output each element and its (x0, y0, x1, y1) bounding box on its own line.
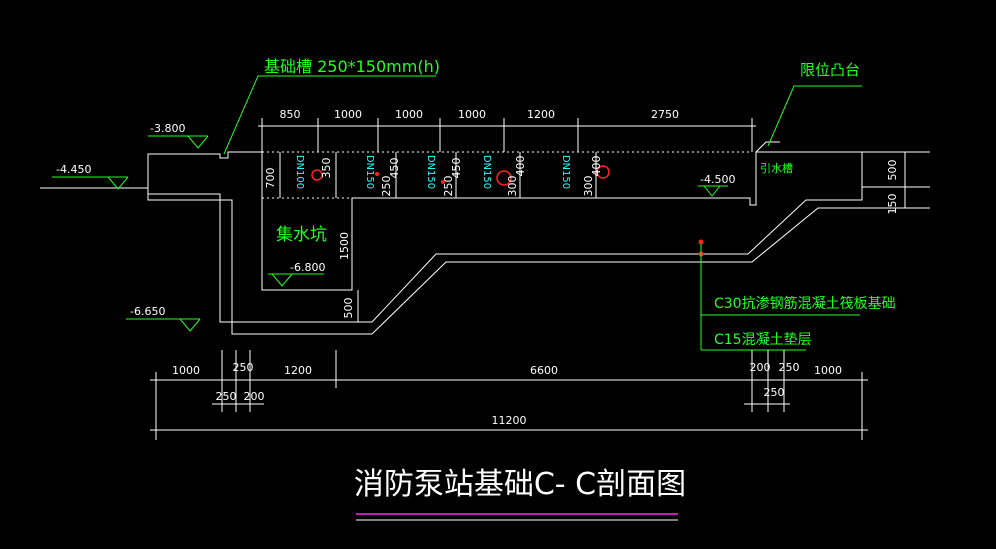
pipe-elevation-dims: 350 250 450 250 450 300 400 300 400 (320, 152, 603, 198)
pipe-labels: DN100 DN150 DN150 DN150 DN150 (294, 155, 571, 189)
pipe-dim-3: 450 (388, 158, 401, 179)
dim-1500: 1500 (338, 232, 351, 260)
bottom-dim-total: 11200 (492, 414, 527, 427)
pipe-marker-3 (441, 180, 445, 184)
drawing-title: 消防泵站基础C- C剖面图 (354, 467, 686, 502)
drain-channel-label: 引水槽 (760, 161, 793, 175)
pipe-label-2: DN150 (364, 155, 375, 189)
top-dimension-chain: 850 1000 1000 1000 1200 2750 (258, 108, 756, 152)
bottom-dim-250-a: 250 (233, 361, 254, 374)
pipe-dim-1: 350 (320, 158, 333, 179)
limit-platform-callout: 限位凸台 (767, 61, 862, 147)
bottom-dims-total: 11200 (150, 414, 868, 431)
top-dim-2: 1000 (334, 108, 362, 121)
dim-500-left: 500 (342, 298, 355, 319)
bottom-dim-1000-left: 1000 (172, 364, 200, 377)
level-marker-4500: -4.500 (698, 173, 735, 197)
pipe-dim-9: 400 (590, 156, 603, 177)
svg-text:-4.450: -4.450 (56, 163, 91, 176)
pipe-marker-4 (496, 170, 512, 186)
bottom-dim-6600: 6600 (530, 364, 558, 377)
raft-callout: C30抗渗钢筋混凝土筏板基础 C15混凝土垫层 (698, 239, 896, 351)
top-dim-5: 1200 (527, 108, 555, 121)
limit-platform-label: 限位凸台 (800, 61, 860, 79)
bottom-dim-250-c: 250 (764, 386, 785, 399)
bottom-dim-200-right: 200 (750, 361, 771, 374)
groove-label: 基础槽 250*150mm(h) (264, 57, 440, 76)
top-dim-1: 850 (280, 108, 301, 121)
pipe-label-1: DN100 (294, 155, 305, 189)
cushion-label: C15混凝土垫层 (714, 332, 812, 348)
level-marker-4450: -4.450 (52, 163, 129, 190)
pipe-dim-5: 450 (450, 158, 463, 179)
bottom-dim-250-right: 250 (779, 361, 800, 374)
pipe-dim-2: 250 (380, 176, 393, 197)
pipe-dim-4: 250 (442, 176, 455, 197)
pipe-dim-7: 400 (514, 156, 527, 177)
top-dim-6: 2750 (651, 108, 679, 121)
foundation-outline (40, 141, 930, 335)
pipe-label-5: DN150 (560, 155, 571, 189)
top-dim-4: 1000 (458, 108, 486, 121)
level-marker-6800: -6.800 (268, 261, 325, 287)
svg-text:-3.800: -3.800 (150, 122, 185, 135)
pipe-label-4: DN150 (481, 155, 492, 189)
bottom-dims-row1: 1000 250 1200 6600 200 250 1000 (150, 350, 868, 440)
top-dim-3: 1000 (395, 108, 423, 121)
dim-700: 700 (264, 168, 277, 189)
pipe-dim-6: 300 (506, 176, 519, 197)
pipe-marker-2 (375, 172, 379, 176)
raft-label: C30抗渗钢筋混凝土筏板基础 (714, 295, 896, 312)
pipe-dim-8: 300 (582, 176, 595, 197)
sump-label: 集水坑 (276, 225, 327, 245)
level-marker-3800: -3.800 (148, 122, 209, 149)
bottom-dim-250-b: 250 (216, 390, 237, 403)
pipe-trench-top-edge (262, 151, 750, 199)
bottom-dims-row2: 250 200 250 (212, 386, 790, 405)
side-dims: 700 1500 500 500 150 (264, 152, 906, 322)
pipe-marker-5 (596, 165, 610, 179)
svg-text:-6.800: -6.800 (290, 261, 325, 274)
bottom-dim-1200: 1200 (284, 364, 312, 377)
bottom-dim-1000-right: 1000 (814, 364, 842, 377)
pipe-marker-1 (311, 169, 323, 181)
bottom-dim-200-left: 200 (244, 390, 265, 403)
groove-callout: 基础槽 250*150mm(h) (223, 57, 440, 155)
level-marker-6650: -6.650 (126, 305, 201, 332)
dim-150-right: 150 (886, 194, 899, 215)
svg-text:-4.500: -4.500 (700, 173, 735, 186)
pipe-markers (311, 165, 610, 186)
svg-text:-6.650: -6.650 (130, 305, 165, 318)
pipe-label-3: DN150 (425, 155, 436, 189)
dim-500-right: 500 (886, 160, 899, 181)
